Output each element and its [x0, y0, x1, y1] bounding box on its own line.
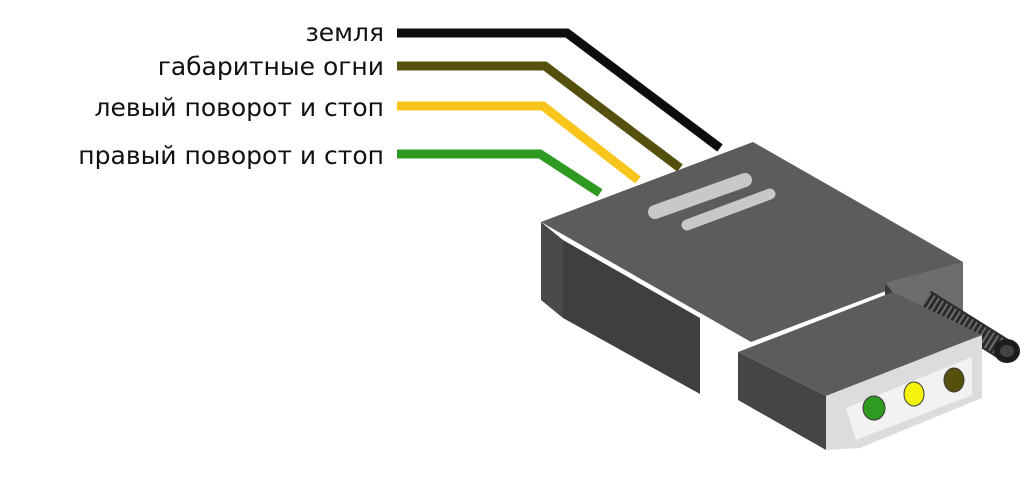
label-left-turn-stop: левый поворот и стоп: [94, 93, 384, 122]
wire-left-turn-stop: [397, 101, 641, 184]
label-marker-lights: габаритные огни: [157, 52, 384, 81]
top-highlights: [648, 173, 776, 231]
wire-right-turn-stop: [397, 149, 603, 197]
label-right-turn-stop: правый поворот и стоп: [78, 141, 384, 170]
pin-olive: [943, 367, 965, 393]
pin-yellow: [903, 381, 925, 407]
pin-green: [862, 395, 886, 421]
rear-cable: [919, 290, 1020, 363]
wire-marker-lights: [397, 61, 683, 172]
wire-ground: [397, 28, 723, 152]
label-ground: земля: [305, 18, 384, 47]
